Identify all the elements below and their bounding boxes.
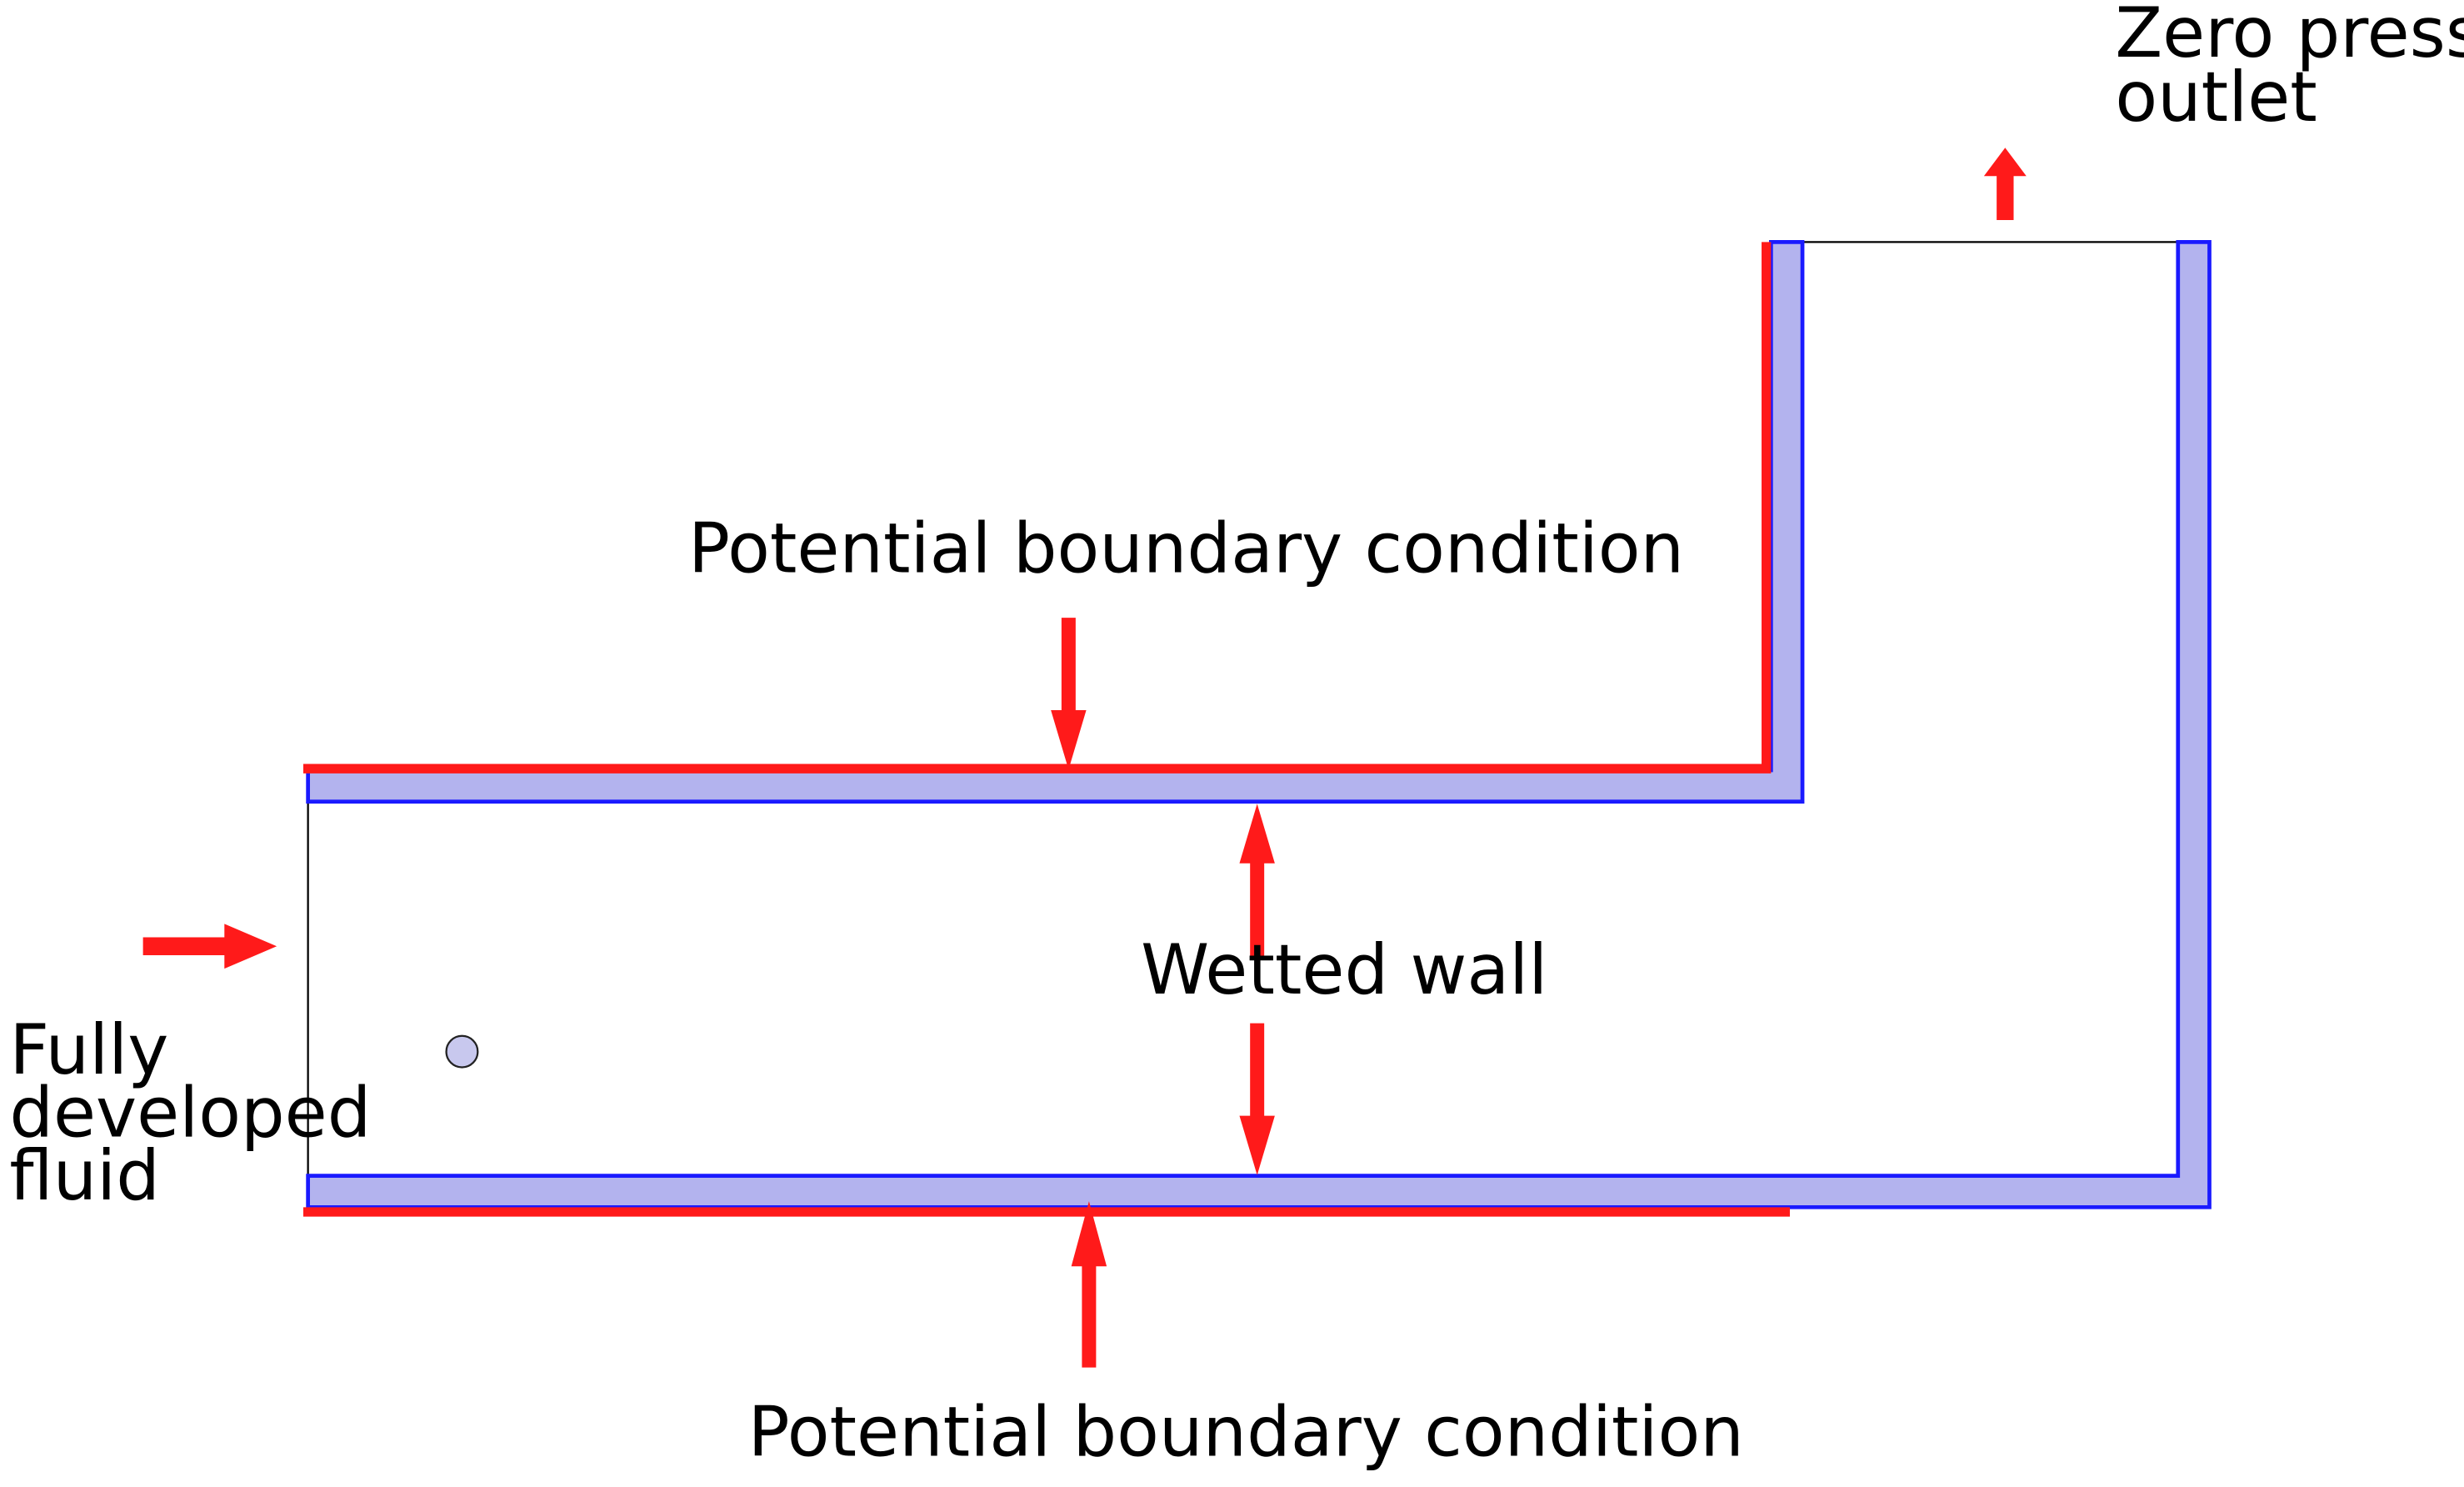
inlet-label-line3: fluid — [9, 1135, 160, 1216]
outlet-label-line2: outlet — [2115, 57, 2317, 138]
wetted-wall-arrow-down — [1239, 1023, 1275, 1175]
top-potential-boundary — [302, 242, 1772, 774]
bottom-condition-arrow — [1071, 1201, 1107, 1368]
outlet-label-line1: Zero pressure — [2115, 0, 2464, 73]
top-condition-label: Potential boundary condition — [688, 508, 1684, 588]
inlet-arrow — [142, 924, 277, 969]
bottom-condition-label: Potential boundary condition — [748, 1391, 1744, 1472]
inlet-label-line2: developed — [9, 1072, 371, 1153]
outlet-arrow — [1983, 148, 2027, 221]
inlet-label-line1: Fully — [9, 1009, 168, 1090]
top-condition-arrow — [1051, 618, 1087, 770]
wetted-wall-label: Wetted wall — [1141, 929, 1547, 1010]
probe-marker — [445, 1034, 479, 1069]
